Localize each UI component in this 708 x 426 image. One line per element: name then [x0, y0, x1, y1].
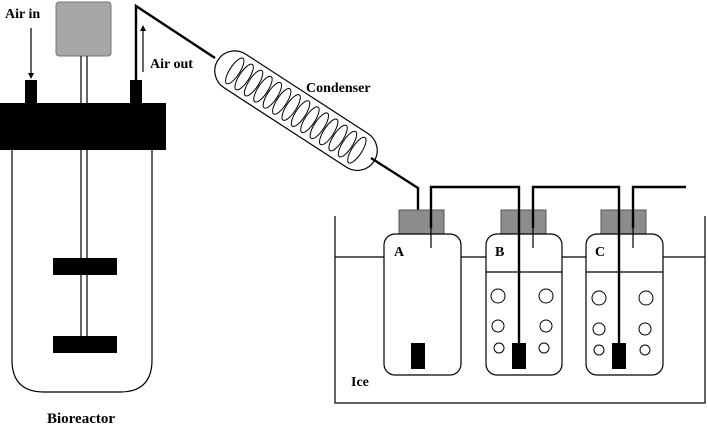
condenser-coil-loop	[225, 57, 245, 85]
bubble	[538, 342, 550, 354]
condenser-coil-loop	[347, 136, 367, 164]
pipe-c-outlet	[631, 185, 686, 228]
outlet-pipe	[134, 3, 216, 80]
bottle-c-sparger	[612, 343, 626, 369]
bubble	[639, 344, 651, 356]
bottle-a-label: A	[394, 245, 405, 260]
motor-housing	[55, 1, 112, 57]
bottle-a	[383, 209, 462, 376]
bubble	[593, 344, 605, 356]
pipe-a-to-b	[429, 185, 521, 345]
condenser-coil-loop	[234, 63, 254, 91]
bubble	[638, 322, 652, 336]
condenser-coil-loop	[309, 112, 329, 140]
bottle-c-label: C	[595, 245, 605, 260]
ice-bath	[334, 216, 706, 404]
bottle-c-cap	[600, 209, 647, 235]
bottle-b-cap	[500, 209, 547, 235]
condenser-coil-loop	[319, 118, 339, 146]
bottle-a-cap	[398, 209, 445, 235]
bubble	[638, 290, 654, 306]
bottle-b-sparger	[512, 343, 526, 369]
condenser	[214, 50, 378, 172]
condenser-coils	[225, 57, 367, 164]
bubble	[591, 290, 607, 306]
condenser-coil-loop	[337, 130, 358, 158]
condenser-coil-loop	[281, 94, 301, 121]
bubble	[493, 342, 505, 354]
condenser-coil-loop	[300, 106, 320, 134]
condenser-coil-loop	[262, 81, 283, 109]
condenser-coil-loop	[328, 124, 348, 152]
bubble	[538, 288, 554, 304]
air-inlet-port	[25, 80, 37, 104]
bottle-a-sparger	[411, 343, 425, 369]
impeller-lower	[53, 336, 117, 353]
bottle-b-body	[485, 233, 563, 376]
condenser-coil-loop	[272, 88, 292, 115]
bubble	[490, 288, 506, 304]
impeller-upper	[53, 258, 117, 275]
condenser-coil-loop	[243, 69, 264, 97]
bottle-a-body	[383, 233, 462, 376]
head-plate	[0, 103, 166, 150]
bubble	[491, 319, 505, 333]
ice-bath-container	[334, 216, 706, 404]
bottle-b-label: B	[495, 245, 504, 260]
pipe-b-to-c	[531, 185, 621, 345]
bottle-c-body	[585, 233, 664, 376]
air-out-label: Air out	[150, 57, 193, 72]
bubble	[592, 322, 606, 336]
condenser-label: Condenser	[306, 81, 371, 96]
bioreactor-label: Bioreactor	[47, 411, 115, 426]
bioreactor	[0, 1, 166, 393]
air-outlet-port	[130, 80, 142, 104]
air-in-label: Air in	[5, 7, 40, 22]
bubble	[539, 319, 553, 333]
ice-label: Ice	[351, 375, 369, 390]
bottle-b	[485, 209, 563, 376]
condenser-coil-loop	[253, 75, 273, 103]
bottle-c	[585, 209, 664, 376]
condenser-coil-loop	[290, 100, 311, 127]
